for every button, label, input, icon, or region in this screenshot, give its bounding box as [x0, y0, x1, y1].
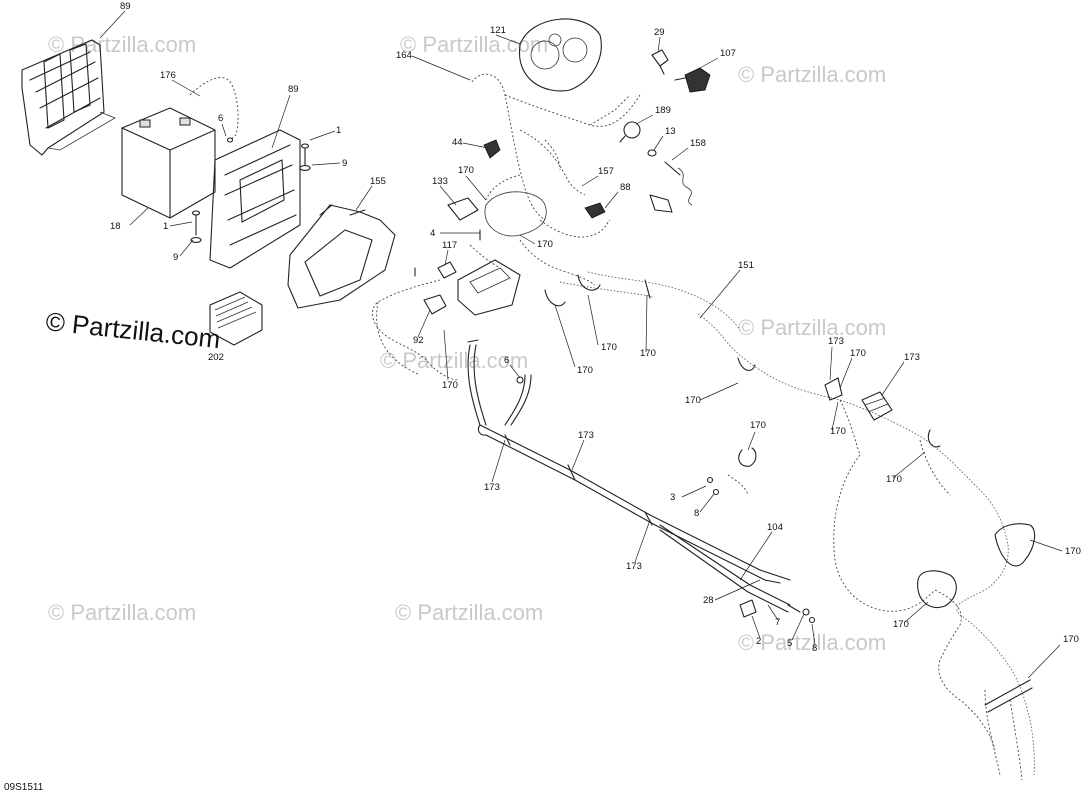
- callout-label: 4: [430, 228, 435, 239]
- callout-label: 5: [787, 638, 792, 649]
- callout-label: 170: [577, 365, 593, 376]
- small-hardware: [414, 229, 816, 624]
- callout-label: 170: [850, 348, 866, 359]
- callout-label: 107: [720, 48, 736, 59]
- callout-label: 173: [626, 561, 642, 572]
- callout-label: 170: [893, 619, 909, 630]
- callout-label: 7: [775, 617, 780, 628]
- watermark: © Partzilla.com: [395, 600, 543, 625]
- washer-13: [647, 149, 657, 157]
- callout-label: 170: [442, 380, 458, 391]
- instrument-cluster: [518, 18, 602, 92]
- callout-label: 189: [655, 105, 671, 116]
- module-133: [447, 197, 479, 221]
- electronic-module: [437, 259, 521, 316]
- electrical-bracket: [287, 204, 396, 309]
- callout-label: 9: [173, 252, 178, 263]
- callout-label: 170: [886, 474, 902, 485]
- callout-label: 170: [750, 420, 766, 431]
- battery-retainer: [209, 129, 301, 269]
- callout-label: 9: [342, 158, 347, 169]
- callout-label: 13: [665, 126, 676, 137]
- callout-label: 88: [620, 182, 631, 193]
- callout-label: 170: [830, 426, 846, 437]
- diagram-code: 09S1511: [4, 782, 44, 793]
- bolt-set: [190, 137, 311, 243]
- watermark: © Partzilla.com: [738, 315, 886, 340]
- battery-box: [21, 39, 116, 156]
- watermark-layer: © Partzilla.com © Partzilla.com © Partzi…: [48, 32, 886, 655]
- sensor-88: [584, 202, 606, 219]
- callout-label: 158: [690, 138, 706, 149]
- callout-label: 170: [1065, 546, 1081, 557]
- callout-label: 1: [336, 125, 341, 136]
- watermark: © Partzilla.com: [400, 32, 548, 57]
- watermark: © Partzilla.com: [738, 630, 886, 655]
- callout-label: 157: [598, 166, 614, 177]
- callout-label: 151: [738, 260, 754, 271]
- callout-label: 202: [208, 352, 224, 363]
- callout-label: 173: [828, 336, 844, 347]
- callout-label: 44: [452, 137, 463, 148]
- callout-label: 170: [537, 239, 553, 250]
- watermark: © Partzilla.com: [48, 600, 196, 625]
- callout-label: 170: [601, 342, 617, 353]
- callout-label: 173: [578, 430, 594, 441]
- callout-label: 173: [904, 352, 920, 363]
- connector-44: [483, 139, 501, 159]
- tether-cord: [649, 161, 693, 213]
- callout-label: 176: [160, 70, 176, 81]
- voltage-regulator: [209, 291, 263, 346]
- sensor-29: [651, 49, 669, 75]
- watermark: © Partzilla.com: [48, 32, 196, 57]
- ignition-switch: [674, 67, 711, 93]
- callout-label: 170: [640, 348, 656, 359]
- callout-label: 92: [413, 335, 424, 346]
- callout-label: 3: [670, 492, 675, 503]
- callout-label: 1: [163, 221, 168, 232]
- callout-label: 121: [490, 25, 506, 36]
- callout-label: 28: [703, 595, 714, 606]
- callout-labels: 89 176 6 18 1 9 89 1 9 155 92 202 164 12…: [110, 1, 1081, 654]
- callout-label: 173: [484, 482, 500, 493]
- main-wiring-harness: [371, 73, 1035, 781]
- leader-lines: [99, 10, 1063, 679]
- callout-label: 164: [396, 50, 412, 61]
- callout-label: 89: [120, 1, 131, 12]
- callout-label: 8: [812, 643, 817, 654]
- callout-label: 6: [504, 355, 509, 366]
- battery-cables: [467, 339, 801, 618]
- harness-clamps: [544, 274, 1036, 713]
- callout-label: 29: [654, 27, 665, 38]
- connectors-173: [824, 377, 893, 421]
- callout-label: 117: [442, 240, 457, 251]
- callout-label: 8: [694, 508, 699, 519]
- brand-watermark: © Partzilla.com: [44, 306, 221, 354]
- callout-label: 133: [432, 176, 448, 187]
- callout-label: 170: [685, 395, 701, 406]
- callout-label: 170: [1063, 634, 1079, 645]
- sensor-92: [423, 294, 447, 315]
- watermark: © Partzilla.com: [738, 62, 886, 87]
- callout-label: 89: [288, 84, 299, 95]
- callout-label: 6: [218, 113, 223, 124]
- battery: [121, 107, 216, 219]
- speed-sensor: [619, 121, 641, 143]
- callout-label: 170: [458, 165, 474, 176]
- callout-label: 104: [767, 522, 783, 533]
- watermark: © Partzilla.com: [380, 348, 528, 373]
- callout-label: 18: [110, 221, 121, 232]
- callout-label: 2: [756, 636, 761, 647]
- callout-label: 155: [370, 176, 386, 187]
